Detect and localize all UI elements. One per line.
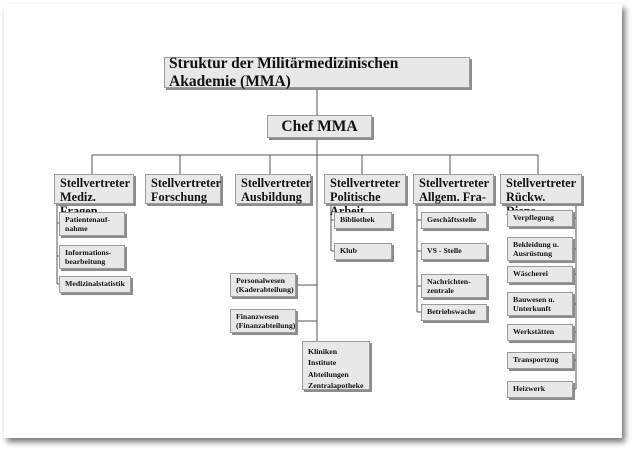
unit-finanzwesen: Finanzwesen (Finanzabteilung): [230, 309, 296, 333]
unit-patientenaufnahme: Patientenauf- nahme: [59, 212, 125, 236]
unit-werkstaetten: Werkstätten: [507, 324, 573, 341]
unit-bibliothek: Bibliothek: [334, 212, 392, 229]
connector-lines: [56, 88, 577, 390]
unit-verpflegung: Verpflegung: [507, 210, 573, 227]
clinics-box: Kliniken Institute Abteilungen Zentralap…: [302, 341, 370, 390]
unit-bekleidung: Bekleidung u. Ausrüstung: [507, 237, 573, 261]
unit-betriebswache: Betriebswache: [421, 304, 487, 321]
unit-heizwerk: Heizwerk: [507, 381, 573, 398]
unit-nachrichtenzentrale: Nachrichten- zentrale: [421, 274, 487, 298]
clinics-institute: Institute: [308, 358, 337, 368]
clinics-kliniken: Kliniken: [308, 347, 338, 356]
dept-ausbildung: Stellvertreter Ausbildung: [235, 174, 311, 204]
dept-forschung: Stellvertreter Forschung: [145, 174, 221, 204]
unit-waescherei: Wäscherei: [507, 266, 573, 283]
dept-allgem-fragen: Stellvertreter Allgem. Fra-: [413, 174, 494, 204]
unit-vs-stelle: VS - Stelle: [421, 243, 487, 260]
unit-klub: Klub: [334, 243, 392, 260]
clinics-zentralapotheke: Zentralapotheke: [308, 380, 364, 390]
dept-rueckw-dienste: Stellvertreter Rückw. Diens-: [500, 174, 582, 217]
unit-medizinalstatistik: Medizinalstatistik: [59, 276, 131, 293]
unit-transportzug: Transportzug: [507, 352, 573, 369]
chef-box: Chef MMA: [267, 115, 372, 138]
chart-title: Struktur der Militärmedizinischen Akadem…: [164, 55, 470, 90]
unit-informationsbearbeitung: Informations- bearbeitung: [59, 245, 125, 269]
dept-politische-arbeit: Stellvertreter Politische Arbeit: [324, 174, 406, 217]
org-chart-sheet: Struktur der Militärmedizinischen Akadem…: [4, 4, 622, 438]
unit-geschaeftsstelle: Geschäftsstelle: [421, 212, 487, 229]
unit-personalwesen: Personalwesen (Kaderabteilung): [230, 273, 296, 297]
clinics-abteilungen: Abteilungen: [308, 369, 349, 379]
unit-bauwesen: Bauwesen u. Unterkunft: [507, 292, 573, 316]
dept-mediz-fragen: Stellvertreter Mediz. Fragen: [54, 174, 134, 217]
